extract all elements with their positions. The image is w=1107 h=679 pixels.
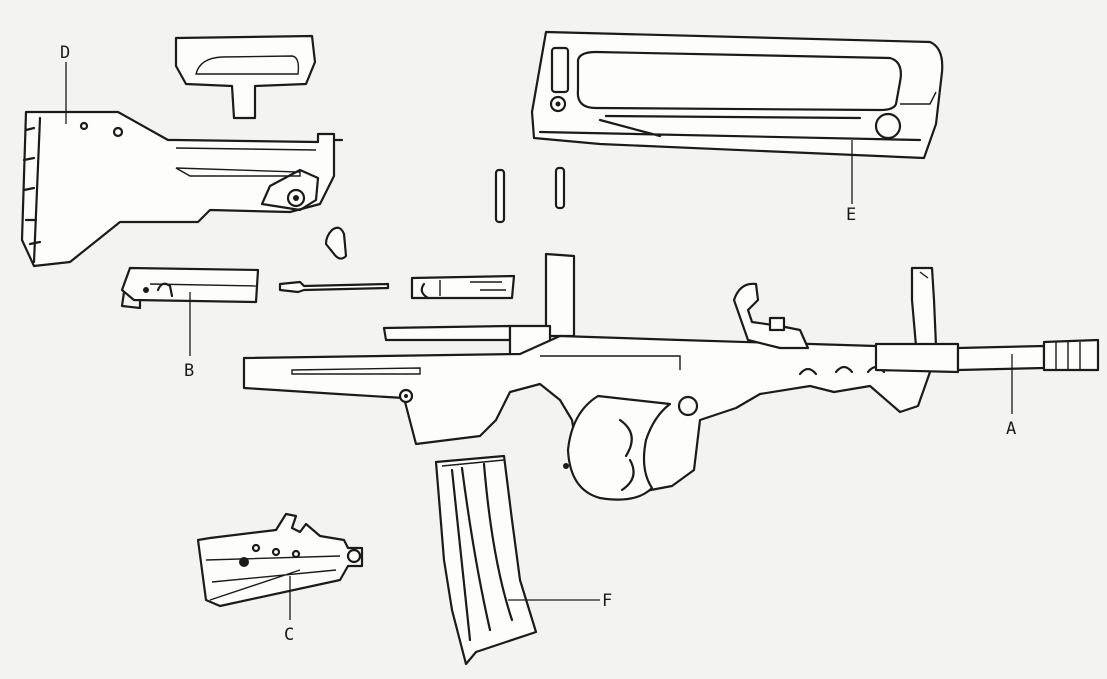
label-c: C (284, 625, 294, 645)
leader-lines (65, 62, 1013, 620)
label-b: B (184, 361, 194, 381)
label-f: F (602, 591, 612, 611)
part-f-magazine (434, 454, 538, 666)
label-d: D (60, 43, 70, 63)
part-c-trigger-mechanism (196, 512, 364, 608)
part-b-bolt-carrier (120, 266, 260, 310)
pins (494, 166, 566, 224)
part-d-buttstock (20, 34, 344, 268)
part-a-receiver (242, 252, 1100, 501)
label-a: A (1006, 419, 1016, 439)
firing-pin (278, 280, 390, 294)
bolt-head (410, 274, 516, 300)
label-e: E (846, 205, 856, 225)
spring-clip (324, 226, 348, 260)
part-e-top-cover (530, 30, 944, 160)
